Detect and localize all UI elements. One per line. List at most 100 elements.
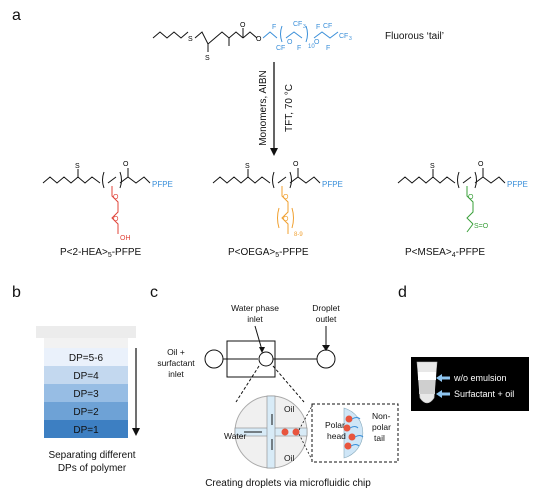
oxygen-atom: O (240, 22, 246, 29)
zoom-line-right (272, 365, 305, 403)
oxygen-atom: O (256, 36, 262, 43)
cf3-sub: 3 (303, 24, 306, 30)
f-label: F (272, 24, 276, 31)
repeat-bracket-right (305, 25, 308, 43)
oxygen-atom: O (113, 194, 119, 201)
oil-pointer-head (436, 390, 442, 398)
product-hea-label: P<2-HEA>5-PFPE (60, 247, 141, 259)
trithiocarbonate-linker (194, 31, 244, 45)
emulsion-layer (418, 372, 436, 380)
f-label: F (297, 45, 301, 52)
oxygen-atom: O (283, 194, 289, 201)
oxygen-atom: O (293, 161, 299, 168)
pfpe-label: PFPE (507, 180, 528, 189)
fluorous-repeat (285, 31, 303, 39)
outlet-arrowhead (322, 345, 330, 351)
zoom-line-left (235, 365, 260, 403)
droplet-inset-box (311, 403, 399, 463)
oil-inlet-label-line3: inlet (168, 369, 184, 379)
sulfur-atom: S (75, 163, 80, 170)
band-label: DP=3 (73, 389, 99, 400)
butyl-chain (152, 31, 189, 39)
oil-inlet-label-line1: Oil + (167, 347, 185, 357)
product-oega-structure: S O O O 8-9 PFPE (212, 161, 343, 238)
panel-b-caption-line2: DPs of polymer (58, 463, 127, 474)
fluorous-tail-label: Fluorous ‘tail’ (385, 31, 444, 42)
band-dp1 (44, 420, 128, 438)
nonpolar-tail-label-line2: polar (372, 422, 391, 432)
column-bands (44, 348, 128, 438)
product-hea-structure: S O O O OH PFPE (42, 161, 173, 242)
oxygen-atom: O (123, 161, 129, 168)
panel-a-letter: a (12, 7, 21, 24)
water-inlet-port (258, 351, 274, 367)
fluorous-bond (262, 31, 278, 39)
oxygen-atom: O (478, 161, 484, 168)
column-top (44, 338, 128, 348)
vertical-channel (266, 395, 276, 469)
band-dp56 (44, 348, 128, 366)
c-label: C (276, 45, 281, 52)
band-label: DP=4 (73, 371, 99, 382)
oil-inlet-port (204, 349, 224, 369)
o-label: O (287, 39, 293, 46)
band-dp3 (44, 384, 128, 402)
oxygen-atom: O (468, 194, 474, 201)
droplet-outlet-label-line1: Droplet (312, 303, 340, 313)
emulsion-label: w/o emulsion (453, 373, 507, 383)
fluorous-atom-labels: F C F O CF 3 F 10 O F CF F CF 3 (272, 21, 352, 52)
microfluidic-chip (204, 325, 336, 403)
water-label: Water (224, 431, 247, 441)
polar-head-label-line2: head (327, 431, 346, 441)
o-label: O (314, 39, 320, 46)
surfactant-tails (349, 417, 364, 447)
nonpolar-tail-label-line3: tail (374, 433, 385, 443)
polar-head-label-line1: Polar (325, 420, 345, 430)
sulfoxide-label: S=O (474, 223, 489, 230)
water-inlet-label-line2: inlet (247, 314, 263, 324)
band-label: DP=1 (73, 425, 99, 436)
hydroxyl-label: OH (120, 235, 131, 242)
band-label: DP=2 (73, 407, 99, 418)
panel-d-letter: d (398, 284, 407, 301)
sulfur-atom: S (205, 55, 210, 62)
water-inlet-pointer (254, 325, 263, 351)
water-inlet-label-line1: Water phase (231, 303, 279, 313)
panel-c: c Water phase inlet Droplet outlet Oil +… (150, 284, 399, 489)
reaction-arrowhead (270, 148, 278, 156)
cta-atoms: S S O O (188, 22, 262, 62)
arrow-label-monomers: Monomers, AIBN (258, 70, 269, 146)
column-cap (36, 326, 136, 338)
water-inlet-arrowhead (259, 347, 265, 353)
product-oega-label: P<OEGA>5-PFPE (228, 247, 309, 259)
f-label: F (326, 45, 330, 52)
oxygen-atom: O (113, 216, 119, 223)
inset-line (298, 405, 313, 431)
band-dp4 (44, 366, 128, 384)
droplet-outlet-label-line2: outlet (316, 314, 337, 324)
ester-chain (242, 31, 258, 39)
droplet-outlet-port (316, 349, 336, 369)
sulfur-atom: S (430, 163, 435, 170)
surfactant-oil-label: Surfactant + oil (454, 389, 514, 399)
panel-b-caption-line1: Separating different (48, 450, 135, 461)
droplet (292, 428, 300, 436)
inset-line (298, 433, 313, 461)
cf3-sub: 3 (349, 36, 352, 42)
oil-layer (419, 380, 435, 394)
oil-top-label: Oil (284, 404, 295, 414)
band-labels: DP=5-6 DP=4 DP=3 DP=2 DP=1 (69, 353, 104, 436)
sulfur-atom: S (245, 163, 250, 170)
repeat-count: 10 (308, 44, 315, 50)
product-msea-label: P<MSEA>4-PFPE (405, 247, 485, 259)
panel-a: a S S O O F C F O CF 3 (12, 7, 528, 259)
repeat-bracket-left (280, 25, 283, 43)
oxygen-atom: O (283, 216, 289, 223)
fluorous-end (313, 31, 339, 39)
pfpe-label: PFPE (152, 180, 173, 189)
cf3-label: CF (293, 21, 302, 28)
cta-structure (152, 28, 258, 52)
sulfur-atom: S (188, 36, 193, 43)
surfactant-heads (343, 415, 356, 450)
